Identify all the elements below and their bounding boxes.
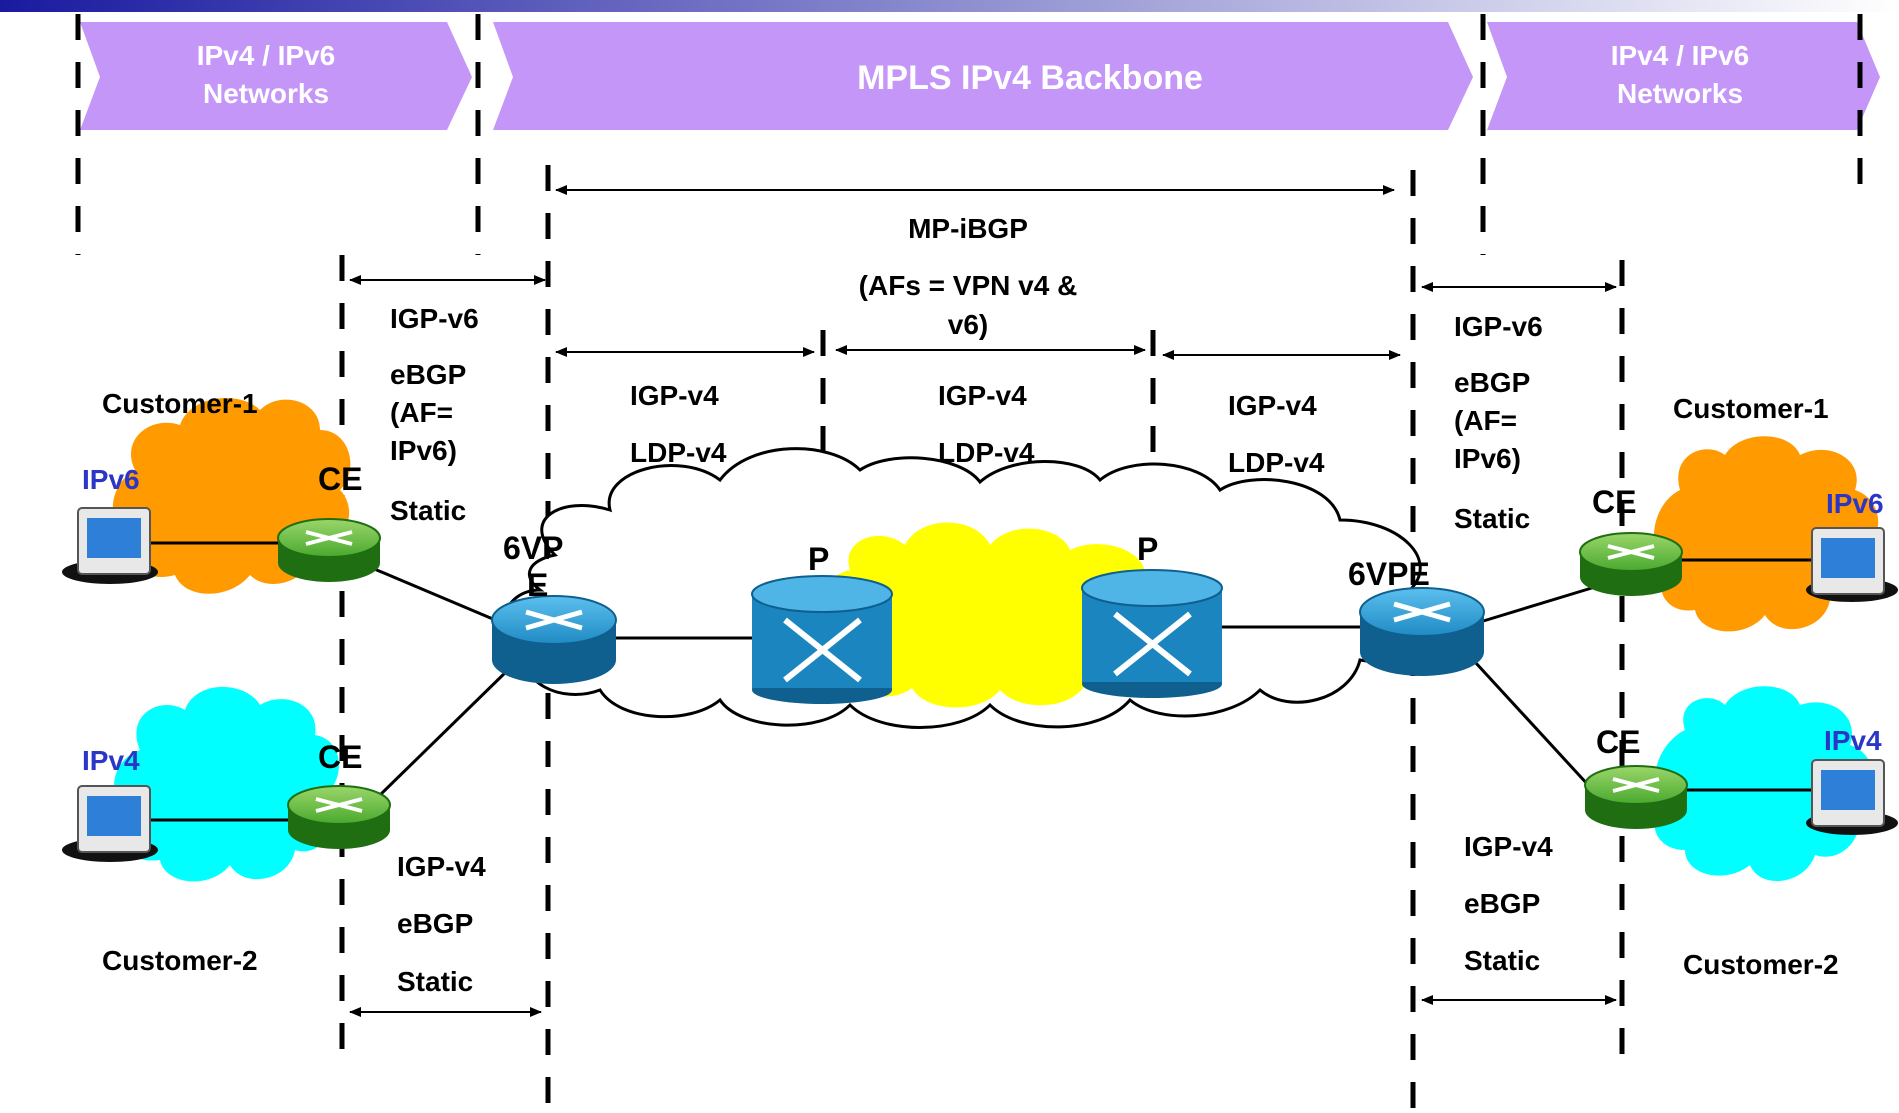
ce-router-left-top bbox=[277, 518, 381, 582]
ce-router-right-bottom bbox=[1584, 765, 1688, 829]
left-v6-static: Static bbox=[390, 495, 466, 526]
right-v6-static: Static bbox=[1454, 503, 1530, 534]
core-seg1-ldp: LDP-v4 bbox=[630, 437, 727, 468]
pc-right-top bbox=[1806, 527, 1898, 602]
left-v6-af: (AF= bbox=[390, 397, 453, 428]
mp-ibgp-af-label: (AFs = VPN v4 & bbox=[859, 270, 1078, 301]
banner-left-line1: IPv4 / IPv6 bbox=[197, 40, 336, 71]
right-v6-af: (AF= bbox=[1454, 405, 1517, 436]
ce-right-top-label: CE bbox=[1592, 484, 1636, 520]
mp-ibgp-label: MP-iBGP bbox=[908, 213, 1028, 244]
pc-left-bottom bbox=[62, 785, 158, 862]
ipv6-right-label: IPv6 bbox=[1826, 488, 1884, 519]
banner-center: MPLS IPv4 Backbone bbox=[493, 22, 1473, 130]
right-v6-igp: IGP-v6 bbox=[1454, 311, 1543, 342]
customer2-left-cloud bbox=[113, 686, 339, 882]
pe-right-label: 6VPE bbox=[1348, 556, 1430, 592]
banner-right-line1: IPv4 / IPv6 bbox=[1611, 40, 1750, 71]
customer2-right-label: Customer-2 bbox=[1683, 949, 1839, 980]
right-v4-ebgp: eBGP bbox=[1464, 888, 1540, 919]
pe-left-label-line1: 6VP bbox=[503, 530, 563, 566]
pc-left-top bbox=[62, 507, 158, 584]
customer2-right-cloud bbox=[1654, 686, 1874, 882]
ce-left-top-label: CE bbox=[318, 461, 362, 497]
span-arrows bbox=[349, 185, 1617, 1017]
right-v6-ebgp: eBGP bbox=[1454, 367, 1530, 398]
banner-left-line2: Networks bbox=[203, 78, 329, 109]
right-v4-igp: IGP-v4 bbox=[1464, 831, 1553, 862]
pe-router-right bbox=[1359, 587, 1485, 676]
banner-center-label: MPLS IPv4 Backbone bbox=[857, 59, 1203, 97]
mp-ibgp-af-label-2: v6) bbox=[948, 309, 988, 340]
pe-left-label-line2: E bbox=[527, 567, 548, 603]
boundary-lines bbox=[75, 14, 1863, 1113]
customer1-left-label: Customer-1 bbox=[102, 388, 258, 419]
title-rule bbox=[0, 0, 1899, 12]
core-seg2-igp: IGP-v4 bbox=[938, 380, 1027, 411]
core-seg1-igp: IGP-v4 bbox=[630, 380, 719, 411]
ce-router-right-top bbox=[1579, 532, 1683, 596]
p-router-left bbox=[751, 575, 893, 704]
ipv4-right-label: IPv4 bbox=[1824, 725, 1882, 756]
p-core-highlight bbox=[824, 522, 1166, 708]
p-router-right bbox=[1081, 569, 1223, 698]
left-v6-igp: IGP-v6 bbox=[390, 303, 479, 334]
pc-right-bottom bbox=[1806, 759, 1898, 835]
p-right-label: P bbox=[1137, 531, 1158, 567]
banner-right-line2: Networks bbox=[1617, 78, 1743, 109]
left-v4-static: Static bbox=[397, 966, 473, 997]
ipv4-left-label: IPv4 bbox=[82, 745, 140, 776]
left-v6-ebgp: eBGP bbox=[390, 359, 466, 390]
banner-right: IPv4 / IPv6 Networks bbox=[1487, 22, 1880, 130]
ce-left-bottom-label: CE bbox=[318, 739, 362, 775]
p-left-label: P bbox=[808, 541, 829, 577]
left-v4-igp: IGP-v4 bbox=[397, 851, 486, 882]
ipv6-left-label: IPv6 bbox=[82, 464, 140, 495]
right-v4-static: Static bbox=[1464, 945, 1540, 976]
pe-router-left bbox=[491, 595, 617, 684]
ce-right-bottom-label: CE bbox=[1596, 724, 1640, 760]
customer1-right-label: Customer-1 bbox=[1673, 393, 1829, 424]
core-seg3-ldp: LDP-v4 bbox=[1228, 447, 1325, 478]
customer2-left-label: Customer-2 bbox=[102, 945, 258, 976]
left-v4-ebgp: eBGP bbox=[397, 908, 473, 939]
core-seg2-ldp: LDP-v4 bbox=[938, 437, 1035, 468]
core-seg3-igp: IGP-v4 bbox=[1228, 390, 1317, 421]
left-v6-af-value: IPv6) bbox=[390, 435, 457, 466]
banner-left: IPv4 / IPv6 Networks bbox=[80, 22, 472, 130]
ce-router-left-bottom bbox=[287, 785, 391, 849]
right-v6-af-value: IPv6) bbox=[1454, 443, 1521, 474]
